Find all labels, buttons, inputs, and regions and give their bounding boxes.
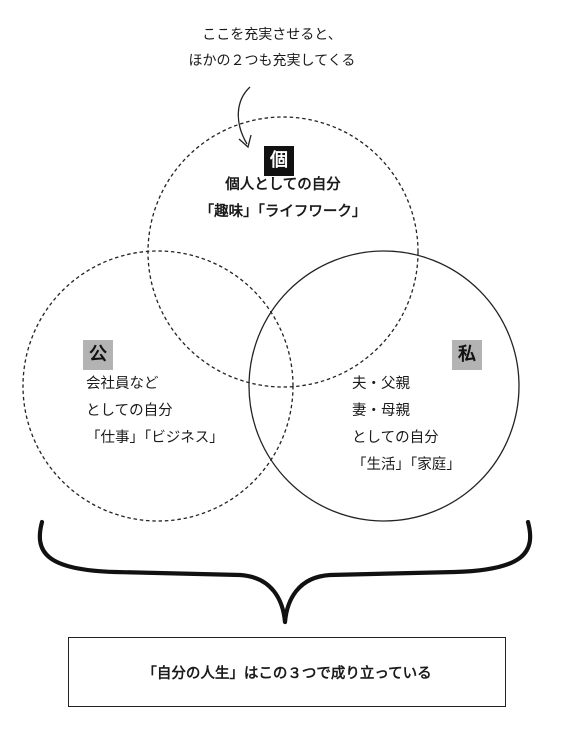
- conclusion-text: 「自分の人生」はこの３つで成り立っている: [142, 665, 432, 682]
- public-circle: [22, 250, 294, 522]
- annotation-line-2: ほかの２つも充実してくる: [188, 53, 356, 69]
- individual-label: 個人としての自分 「趣味」「ライフワーク」: [183, 172, 383, 226]
- public-line-3: 「仕事」「ビジネス」: [86, 430, 224, 446]
- private-line-2: 妻・母親: [352, 403, 410, 419]
- annotation-arrowhead: [238, 134, 252, 149]
- conclusion-box: 「自分の人生」はこの３つで成り立っている: [68, 637, 506, 707]
- private-label: 夫・父親 妻・母親 としての自分 「生活」「家庭」: [352, 371, 461, 479]
- public-label: 会社員など としての自分 「仕事」「ビジネス」: [86, 371, 224, 452]
- annotation-line-1: ここを充実させると、: [202, 27, 342, 43]
- private-badge: 私: [452, 340, 482, 370]
- annotation-note: ここを充実させると、 ほかの２つも充実してくる: [168, 22, 376, 74]
- individual-line-1: 個人としての自分: [225, 177, 341, 193]
- private-line-4: 「生活」「家庭」: [352, 457, 461, 473]
- annotation-arrow: [237, 86, 251, 145]
- public-line-1: 会社員など: [86, 376, 159, 392]
- private-line-1: 夫・父親: [352, 376, 410, 392]
- private-circle: [248, 250, 520, 522]
- public-line-2: としての自分: [86, 403, 173, 419]
- private-line-3: としての自分: [352, 430, 439, 446]
- individual-line-2: 「趣味」「ライフワーク」: [199, 204, 367, 220]
- curly-brace: [37, 519, 533, 625]
- individual-badge: 個: [264, 146, 294, 176]
- public-badge: 公: [83, 340, 113, 370]
